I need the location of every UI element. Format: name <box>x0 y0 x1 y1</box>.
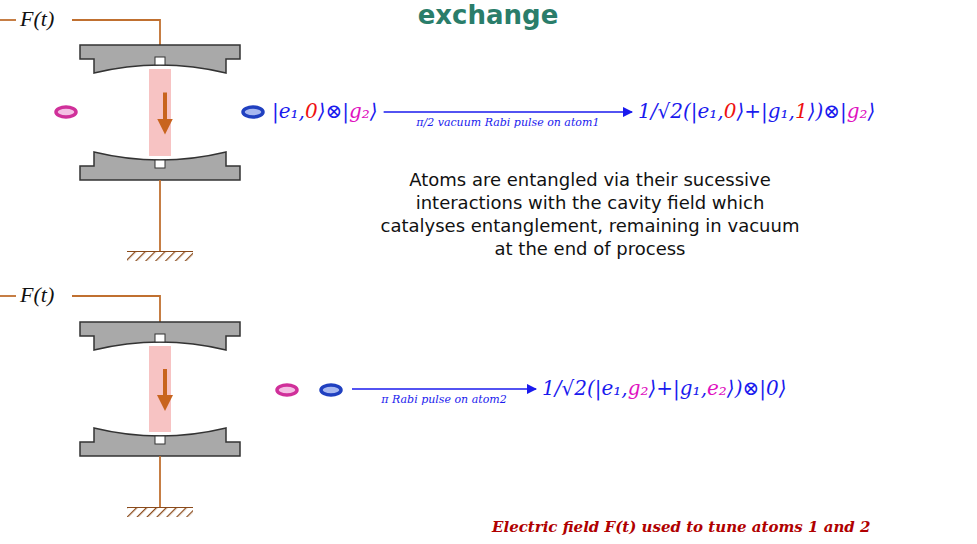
atom <box>277 385 297 395</box>
state-symbol: g₂ <box>349 99 370 123</box>
state-after-pulse: 1/√2(|e₁,0⟩+|g₁,1⟩)⊗|g₂⟩ <box>638 99 875 123</box>
slide-title: exchange <box>418 0 559 30</box>
ground-hatch <box>127 508 193 517</box>
state-symbol: ⟩ <box>868 99 876 123</box>
state-symbol: ⟩+|g₁, <box>649 376 707 400</box>
mirror-hole <box>155 334 165 342</box>
wire <box>159 180 161 252</box>
wire <box>159 456 161 508</box>
cavity-field <box>149 346 171 432</box>
cavity <box>80 322 240 456</box>
field-arrow <box>163 369 167 403</box>
process-arrow <box>352 388 536 390</box>
field-arrow <box>163 93 167 127</box>
mirror-hole <box>155 160 165 168</box>
state-symbol: e₂ <box>707 376 727 400</box>
state-symbol: ⟩⊗| <box>318 99 349 123</box>
state-symbol: 0 <box>724 99 737 123</box>
state-symbol: 0 <box>305 99 318 123</box>
state-symbol: ⟩)⊗|0⟩ <box>727 376 787 400</box>
atom <box>56 107 76 117</box>
process-arrow <box>384 111 632 113</box>
cavity-mirror <box>80 322 240 350</box>
state-symbol: g₂ <box>628 376 649 400</box>
state-initial: |e₁,0⟩⊗|g₂⟩ <box>272 99 378 123</box>
wire <box>72 20 160 45</box>
state-symbol: 1 <box>795 99 808 123</box>
caption: Electric field F(t) used to tune atoms 1… <box>492 518 870 536</box>
wire <box>0 295 16 297</box>
field-label: F(t) <box>20 282 54 308</box>
atom <box>321 385 341 395</box>
state-symbol: |e₁, <box>272 99 305 123</box>
state-symbol: g₂ <box>847 99 868 123</box>
state-symbol: 1/√2(|e₁, <box>638 99 724 123</box>
state-symbol: ⟩)⊗| <box>808 99 847 123</box>
state-symbol: ⟩ <box>370 99 378 123</box>
state-final: 1/√2(|e₁,g₂⟩+|g₁,e₂⟩)⊗|0⟩ <box>542 376 787 400</box>
note-text: Atoms are entangled via their sucessive … <box>372 168 808 260</box>
cavity-mirror <box>80 428 240 456</box>
field-label: F(t) <box>20 6 54 32</box>
cavity-field <box>149 69 171 156</box>
mirror-hole <box>155 57 165 65</box>
ground-hatch <box>127 252 193 261</box>
pulse-label: π/2 vacuum Rabi pulse on atom1 <box>416 116 599 129</box>
state-symbol: 1/√2(|e₁, <box>542 376 628 400</box>
pulse-label: π Rabi pulse on atom2 <box>381 393 506 406</box>
cavity <box>80 45 240 180</box>
mirror-hole <box>155 436 165 444</box>
wire <box>72 296 160 322</box>
cavity-mirror <box>80 45 240 73</box>
atom <box>243 107 263 117</box>
cavity-mirror <box>80 152 240 180</box>
state-symbol: ⟩+|g₁, <box>736 99 794 123</box>
wire <box>0 19 16 21</box>
